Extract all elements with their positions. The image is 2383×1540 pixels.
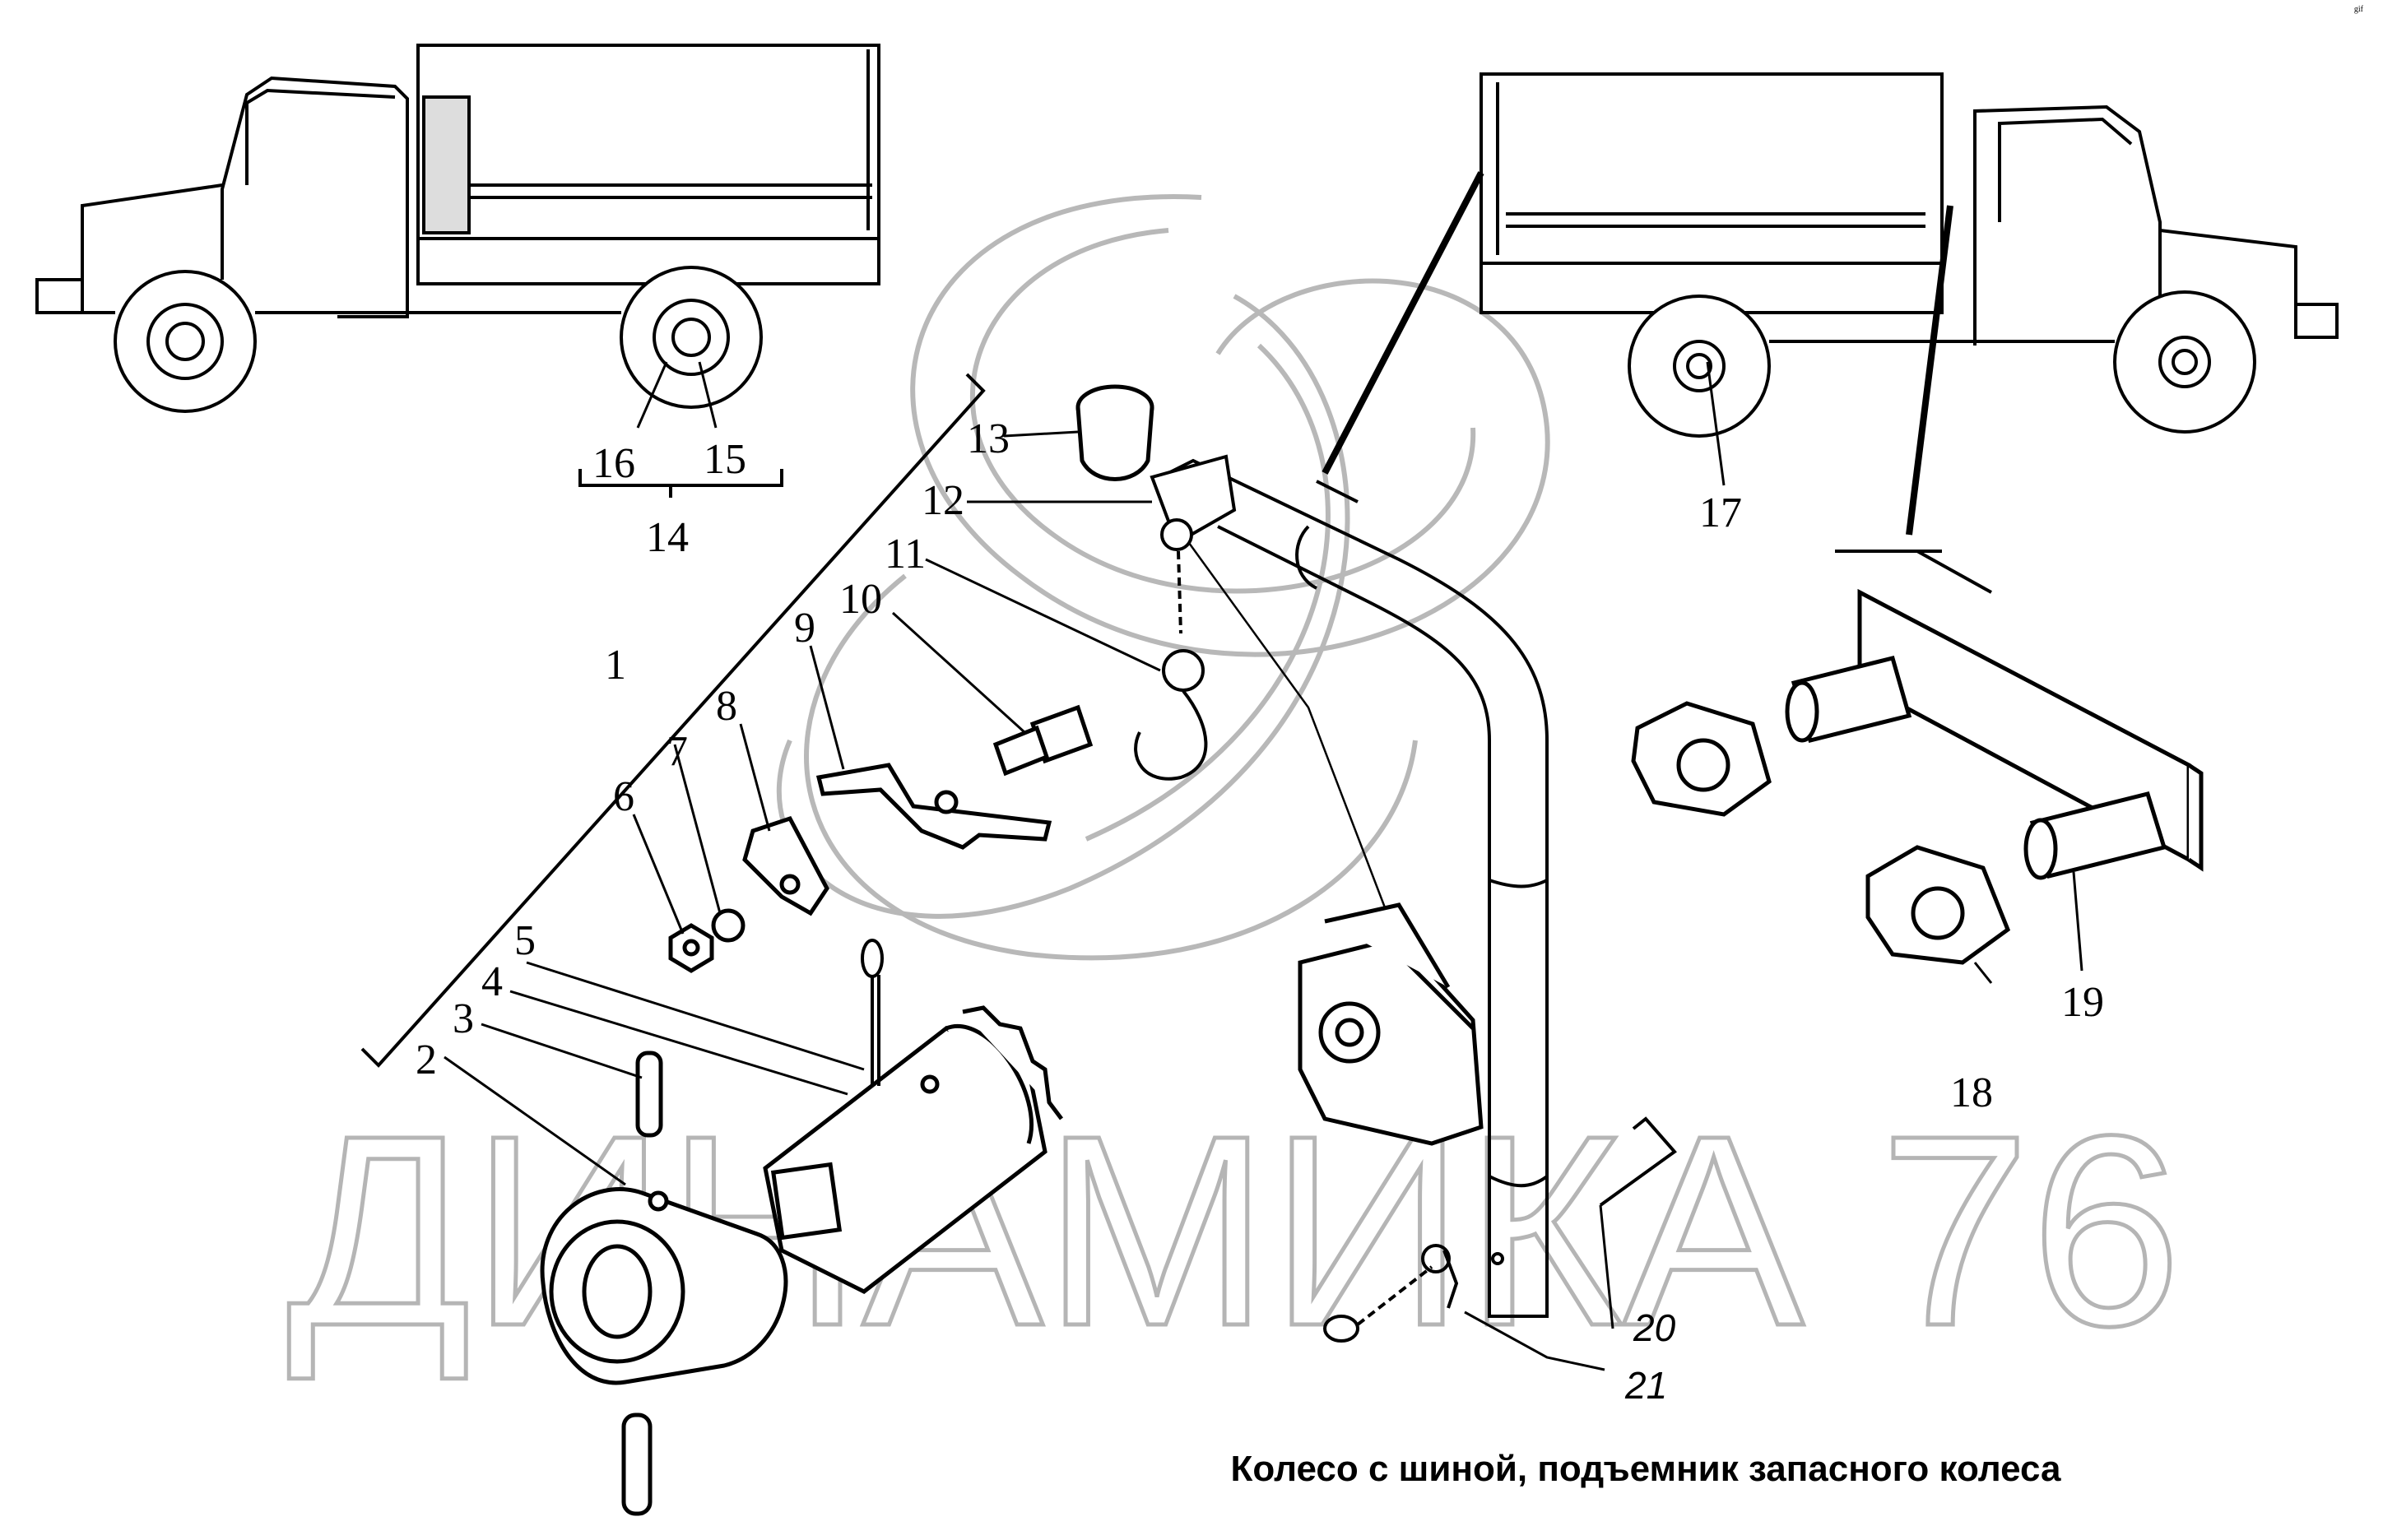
part-10-bolt (992, 704, 1094, 777)
label-21: 21 (1624, 1364, 1667, 1407)
part-13-bushing (1075, 384, 1154, 481)
truck-left-illustration (35, 44, 880, 413)
part-2-coupling (540, 1187, 788, 1385)
part-labels: 1 2 3 4 5 6 7 8 9 10 11 12 13 14 15 16 1… (416, 415, 2104, 1407)
part-4-shaft (763, 1005, 1063, 1294)
group-bracket-14 (578, 469, 783, 498)
label-15: 15 (704, 436, 746, 483)
label-17: 17 (1699, 489, 1742, 536)
label-13: 13 (967, 415, 1010, 462)
label-2: 2 (416, 1037, 437, 1083)
label-3: 3 (453, 995, 474, 1042)
part-20-key (1599, 1116, 1677, 1207)
label-1: 1 (605, 642, 626, 689)
diagram-caption: Колесо с шиной, подъемник запасного коле… (1231, 1449, 2062, 1489)
part-21-chain (1323, 1244, 1459, 1343)
label-12: 12 (922, 477, 964, 524)
part-3-pin (635, 1051, 663, 1138)
label-8: 8 (716, 683, 737, 730)
label-6: 6 (613, 773, 634, 820)
label-19: 19 (2061, 979, 2104, 1026)
part-19-stud-upper (1785, 655, 1912, 744)
watermark-logo (776, 194, 1550, 961)
part-5-cotter-pin (861, 939, 884, 1086)
part-19-mounting-plate (1857, 588, 2204, 872)
part-9-plate (815, 763, 1052, 850)
label-14: 14 (646, 514, 689, 561)
label-7: 7 (667, 728, 688, 775)
lower-pin (621, 1412, 653, 1516)
winch-housing (1298, 902, 1484, 1146)
label-4: 4 (481, 958, 503, 1005)
label-16: 16 (592, 440, 635, 487)
part-7-washer (711, 908, 746, 943)
label-9: 9 (794, 605, 815, 652)
label-20: 20 (1633, 1306, 1676, 1349)
label-5: 5 (514, 917, 536, 964)
part-8-bracket (742, 815, 829, 916)
part-19-stud-lower (2023, 791, 2167, 880)
callout-leaders (444, 361, 2083, 1371)
part-6-nut (668, 923, 714, 973)
truck-right-illustration (1480, 72, 2339, 438)
label-10: 10 (839, 576, 882, 623)
group-bracket-1 (360, 373, 986, 1068)
part-18-nut-upper (1631, 701, 1772, 817)
part-18-nut-lower (1865, 845, 2011, 965)
label-18: 18 (1950, 1069, 1993, 1116)
spare-wheel-lift-post (1134, 171, 1992, 1318)
corner-mark: gif (2354, 5, 2364, 14)
label-11: 11 (885, 531, 926, 578)
